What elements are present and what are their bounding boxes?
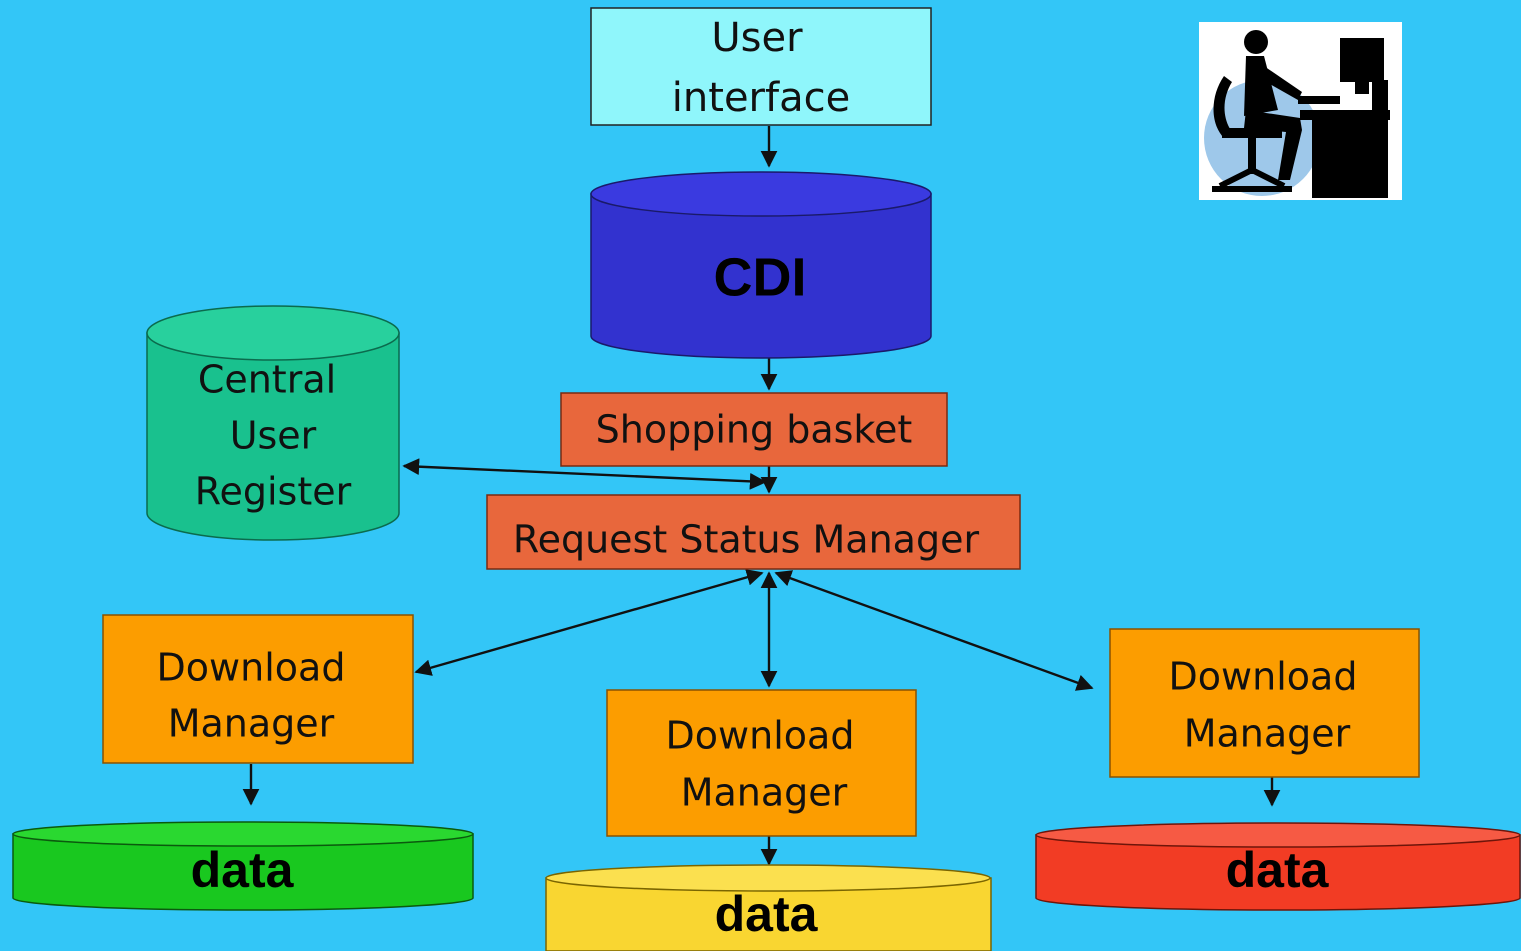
data-left-body: [12, 833, 474, 911]
data-database-left: data: [12, 821, 474, 911]
clipart-chair-post: [1248, 138, 1256, 174]
download-manager-right-rect: [1109, 628, 1420, 778]
data-database-right: data: [1035, 822, 1521, 911]
clipart-legs: [1244, 110, 1302, 180]
central-user-register-database: Central User Register: [146, 305, 400, 541]
person-at-computer-icon: [1199, 22, 1402, 200]
data-left-top: [12, 821, 474, 847]
download-manager-center: Download Manager: [606, 689, 917, 837]
clipart-keyboard: [1298, 96, 1340, 104]
shopping-basket-label: Shopping basket: [596, 408, 913, 452]
data-left-label: data: [191, 842, 295, 898]
clipart-torso: [1244, 56, 1278, 116]
clipart-monitor: [1340, 38, 1384, 82]
shopping-basket-rect: [560, 392, 948, 467]
clipart-chair-seat: [1222, 128, 1282, 138]
request-status-manager-box: Request Status Manager: [486, 494, 1021, 570]
data-center-top: [545, 864, 991, 892]
download-manager-left-line1: Download: [157, 646, 346, 690]
download-manager-center-line1: Download: [666, 714, 855, 758]
request-status-manager-rect: [486, 494, 1021, 570]
download-manager-right-line1: Download: [1169, 655, 1358, 699]
clipart-chair-base: [1212, 186, 1292, 192]
user-interface-label-line1: User: [711, 15, 803, 61]
data-right-body: [1035, 834, 1521, 911]
clipart-desk-body: [1312, 118, 1388, 198]
rsm-left-dm-arrow: [414, 569, 764, 676]
clipart-desk-top: [1300, 110, 1390, 120]
cdi-top: [590, 171, 932, 217]
data-database-center: data: [545, 864, 992, 951]
register-rsm-arrow: [402, 458, 767, 490]
clipart-monitor-stand: [1355, 82, 1369, 94]
cdi-body: [590, 193, 932, 359]
clipart-chair-back: [1213, 76, 1232, 138]
cdi-label: CDI: [714, 247, 807, 307]
download-manager-right-line2: Manager: [1184, 712, 1351, 756]
clipart-arm: [1252, 62, 1302, 100]
download-manager-left-rect: [102, 614, 414, 764]
download-manager-center-line2: Manager: [681, 771, 848, 815]
register-label-line3: Register: [195, 470, 352, 514]
register-top: [146, 305, 400, 361]
download-manager-center-rect: [606, 689, 917, 837]
data-right-top: [1035, 822, 1521, 848]
user-interface-label-line2: interface: [672, 75, 850, 121]
cdi-database: CDI: [590, 171, 932, 359]
register-body: [146, 332, 400, 541]
download-manager-right: Download Manager: [1109, 628, 1420, 778]
rsm-right-dm-arrow: [774, 570, 1094, 691]
clipart-cpu: [1372, 80, 1388, 112]
clipart-head: [1244, 30, 1268, 54]
user-interface-box: User interface: [590, 7, 932, 126]
user-interface-rect: [590, 7, 932, 126]
data-right-label: data: [1226, 842, 1330, 898]
request-status-manager-label: Request Status Manager: [513, 518, 980, 562]
clipart-chair-legs: [1218, 166, 1286, 189]
shopping-basket-box: Shopping basket: [560, 392, 948, 467]
download-manager-left: Download Manager: [102, 614, 414, 764]
data-center-label: data: [715, 886, 819, 942]
register-label-line1: Central: [198, 358, 336, 402]
register-label-line2: User: [230, 414, 317, 458]
download-manager-left-line2: Manager: [168, 702, 335, 746]
